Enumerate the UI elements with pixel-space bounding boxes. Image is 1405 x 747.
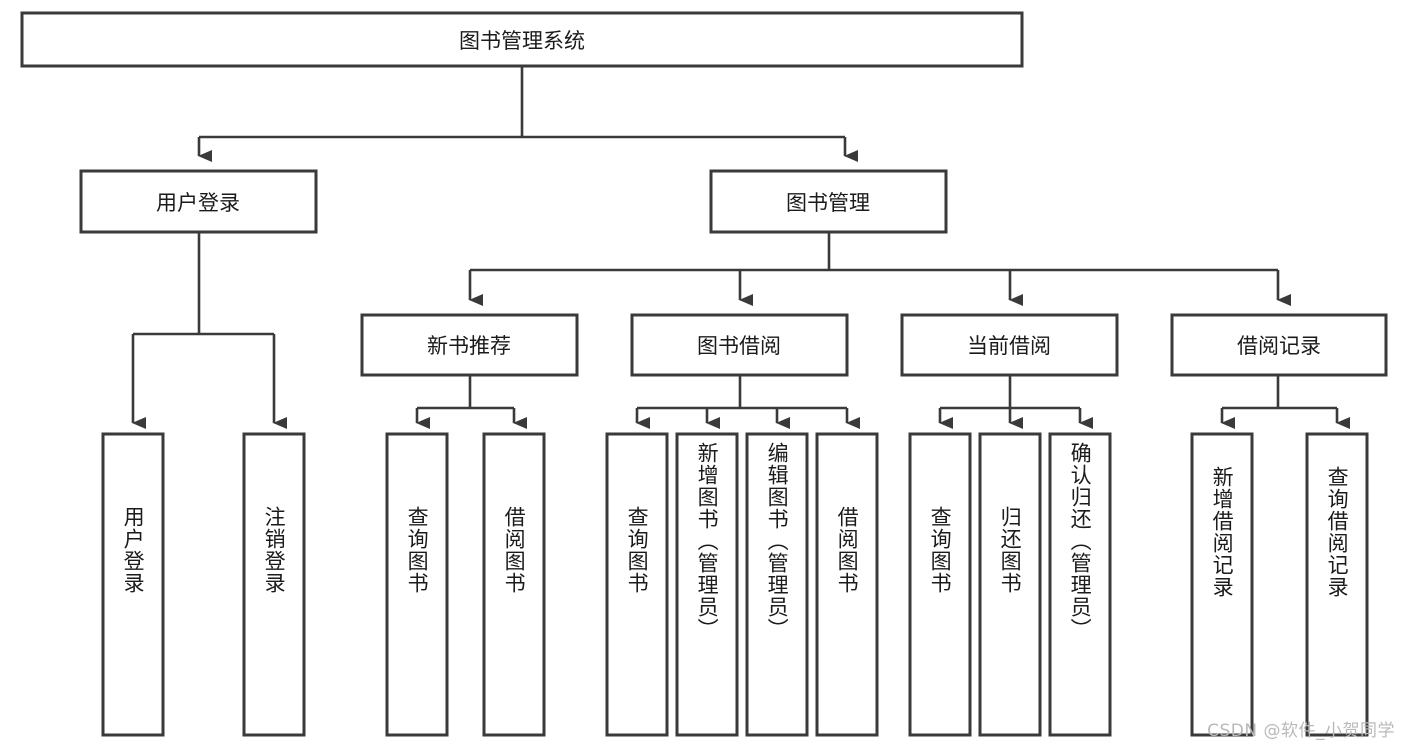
leaf-label-currentborrow-2: 确认归还（管理员） — [1068, 442, 1093, 640]
leaf-label-user-login-1: 注销登录 — [262, 506, 287, 594]
leaf-label-currentborrow-0: 查询图书 — [928, 506, 953, 594]
node-book-management-label: 图书管理 — [786, 191, 870, 215]
node-new-book-recommend-label: 新书推荐 — [427, 334, 511, 358]
leaf-label-wrap-borrowrecord-1: 查询借阅记录 — [1307, 434, 1367, 735]
leaf-box-bookborrow-2[interactable] — [745, 432, 809, 737]
leaf-box-user-login-0[interactable] — [101, 432, 165, 737]
leaf-label-wrap-currentborrow-2: 确认归还（管理员） — [1050, 434, 1110, 735]
leaf-box-borrowrecord-0[interactable] — [1190, 432, 1254, 737]
node-current-borrow[interactable]: 当前借阅 — [900, 313, 1119, 377]
leaf-box-newbook-0[interactable] — [385, 432, 449, 737]
leaf-box-bookborrow-0[interactable] — [605, 432, 669, 737]
leaf-box-bookborrow-3[interactable] — [815, 432, 879, 737]
leaf-box-currentborrow-2[interactable] — [1048, 432, 1112, 737]
node-book-management[interactable]: 图书管理 — [709, 169, 948, 234]
connector-bookmgmt-to-level3 — [468, 232, 1291, 306]
leaf-label-user-login-0: 用户登录 — [121, 506, 146, 594]
leaf-label-wrap-bookborrow-2: 编辑图书（管理员） — [747, 434, 807, 735]
connector-bookborrow-to-leaves — [635, 375, 860, 429]
node-user-login[interactable]: 用户登录 — [79, 169, 318, 234]
leaf-label-borrowrecord-1: 查询借阅记录 — [1325, 466, 1350, 598]
connector-userlogin-to-leaves — [131, 232, 287, 429]
connector-root-to-level2 — [197, 66, 858, 162]
leaf-label-currentborrow-1: 归还图书 — [998, 506, 1023, 594]
node-current-borrow-label: 当前借阅 — [967, 334, 1051, 358]
leaf-label-bookborrow-0: 查询图书 — [625, 506, 650, 594]
leaf-label-wrap-currentborrow-1: 归还图书 — [980, 434, 1040, 735]
leaf-box-borrowrecord-1[interactable] — [1305, 432, 1369, 737]
leaf-box-newbook-1[interactable] — [482, 432, 546, 737]
leaf-label-wrap-currentborrow-0: 查询图书 — [910, 434, 970, 735]
connector-currentborrow-to-leaves — [938, 375, 1093, 429]
leaf-label-wrap-user-login-0: 用户登录 — [103, 434, 163, 735]
leaf-label-newbook-0: 查询图书 — [405, 506, 430, 594]
csdn-watermark: CSDN @软件_小贺同学 — [1207, 721, 1395, 741]
node-root[interactable]: 图书管理系统 — [20, 11, 1024, 68]
leaf-label-wrap-newbook-0: 查询图书 — [387, 434, 447, 735]
leaf-label-wrap-bookborrow-0: 查询图书 — [607, 434, 667, 735]
leaf-label-wrap-bookborrow-1: 新增图书（管理员） — [677, 434, 737, 735]
leaf-label-borrowrecord-0: 新增借阅记录 — [1210, 466, 1235, 598]
node-root-label: 图书管理系统 — [459, 29, 585, 53]
connector-borrowrecord-to-leaves — [1220, 375, 1350, 429]
node-borrow-record-label: 借阅记录 — [1237, 334, 1321, 358]
node-book-borrow[interactable]: 图书借阅 — [630, 313, 849, 377]
leaf-label-newbook-1: 借阅图书 — [502, 506, 527, 594]
node-borrow-record[interactable]: 借阅记录 — [1170, 313, 1388, 377]
leaf-label-bookborrow-2: 编辑图书（管理员） — [765, 442, 790, 640]
node-book-borrow-label: 图书借阅 — [697, 334, 781, 358]
leaf-label-bookborrow-1: 新增图书（管理员） — [695, 442, 720, 640]
leaf-box-bookborrow-1[interactable] — [675, 432, 739, 737]
leaf-box-user-login-1[interactable] — [242, 432, 306, 737]
leaf-label-wrap-bookborrow-3: 借阅图书 — [817, 434, 877, 735]
leaf-boxes — [101, 432, 1369, 737]
node-new-book-recommend[interactable]: 新书推荐 — [360, 313, 579, 377]
leaf-box-currentborrow-1[interactable] — [978, 432, 1042, 737]
leaf-label-wrap-newbook-1: 借阅图书 — [484, 434, 544, 735]
leaf-label-wrap-user-login-1: 注销登录 — [244, 434, 304, 735]
leaf-box-currentborrow-0[interactable] — [908, 432, 972, 737]
leaf-label-bookborrow-3: 借阅图书 — [835, 506, 860, 594]
node-user-login-label: 用户登录 — [156, 191, 240, 215]
leaf-label-wrap-borrowrecord-0: 新增借阅记录 — [1192, 434, 1252, 735]
connector-newbook-to-leaves — [415, 375, 527, 429]
